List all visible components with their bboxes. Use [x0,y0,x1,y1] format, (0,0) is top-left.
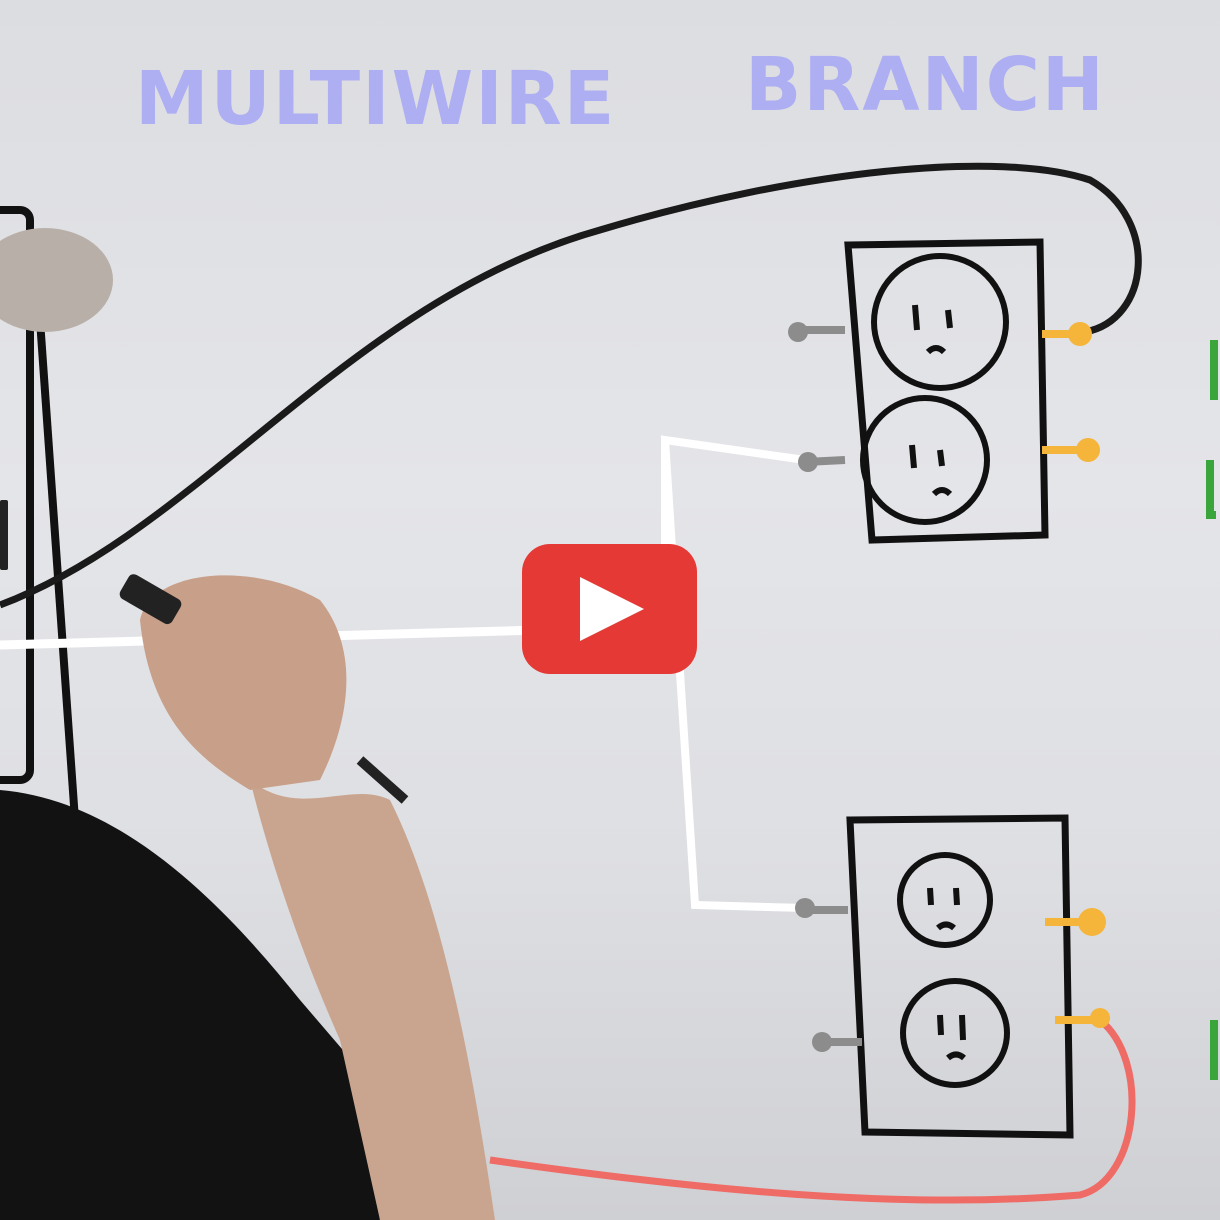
whiteboard-title: MULTIWIRE BRANCH [0,0,1220,170]
panel-outline [0,206,34,784]
presenter [0,574,495,1220]
panel-wire [36,319,79,821]
red-hot-wire [489,1017,1136,1204]
neutral-wire-branch [661,435,806,912]
black-hot-wire [0,162,1142,609]
blurred-object [0,228,113,332]
receptacle-bottom [795,814,1110,1139]
play-icon [580,577,644,641]
play-button[interactable] [522,544,697,674]
title-word-multiwire: MULTIWIRE [135,56,617,142]
title-word-branch: BRANCH [745,42,1106,128]
ground-marks [1206,340,1218,1080]
breaker [0,500,8,570]
receptacle-top [788,238,1100,544]
